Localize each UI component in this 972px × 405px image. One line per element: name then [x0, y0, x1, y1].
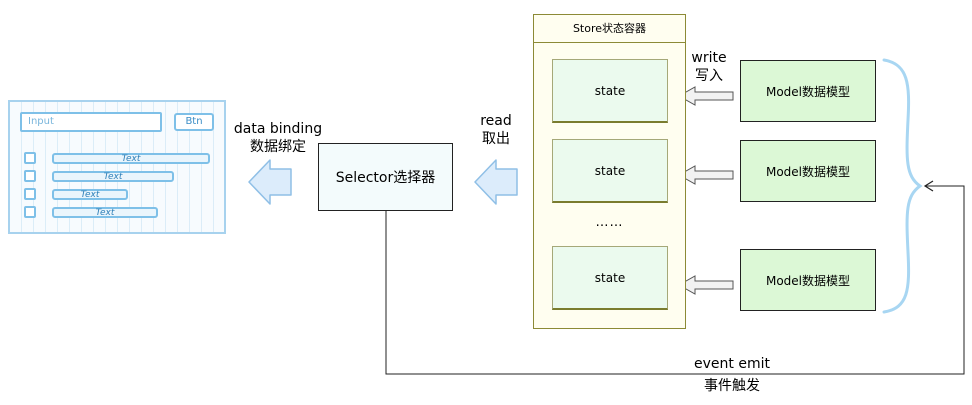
model-box: Model数据模型	[740, 60, 876, 122]
model-box: Model数据模型	[740, 249, 876, 311]
sketch-checkbox	[24, 206, 36, 218]
state-box: state	[552, 246, 668, 310]
model-label: Model数据模型	[765, 84, 851, 99]
write-label-en: write	[691, 50, 727, 66]
write-arrow-1	[677, 86, 734, 106]
data-binding-label-zh: 数据绑定	[250, 139, 306, 155]
state-label: state	[594, 163, 626, 178]
state-label: state	[594, 270, 626, 285]
store-container: Store状态容器 state state …… state	[533, 14, 686, 329]
selector-box: Selector选择器	[318, 143, 453, 211]
store-title: Store状态容器	[534, 15, 685, 43]
event-emit-label-zh-wrap: 事件触发	[672, 377, 792, 395]
sketch-text-row: Text	[52, 207, 158, 218]
selector-label: Selector选择器	[335, 170, 436, 186]
sketch-text-row: Text	[52, 171, 174, 182]
sketch-text-row: Text	[52, 189, 128, 200]
sketch-text-row: Text	[52, 153, 210, 164]
store-ellipsis: ……	[595, 215, 624, 230]
read-arrow	[474, 159, 518, 205]
sketch-button: Btn	[174, 113, 214, 131]
ui-sketch: Input Btn Text Text Text Text	[8, 100, 226, 234]
read-label-zh: 取出	[482, 131, 510, 147]
event-emit-label: event emit	[672, 355, 792, 373]
write-label: write 写入	[684, 49, 734, 85]
event-emit-line	[385, 185, 965, 375]
state-box: state	[552, 59, 668, 123]
data-binding-label-en: data binding	[233, 121, 323, 137]
sketch-checkbox	[24, 188, 36, 200]
state-label: state	[594, 83, 626, 98]
model-box: Model数据模型	[740, 140, 876, 202]
model-label: Model数据模型	[765, 164, 851, 179]
write-arrow-3	[677, 275, 734, 295]
read-label: read 取出	[468, 112, 524, 148]
event-emit-label-zh: 事件触发	[704, 378, 760, 394]
data-binding-label: data binding 数据绑定	[226, 120, 330, 156]
write-label-zh: 写入	[695, 68, 723, 84]
read-label-en: read	[480, 113, 512, 129]
sketch-input: Input	[20, 112, 162, 132]
write-arrow-2	[677, 165, 734, 185]
model-label: Model数据模型	[765, 273, 851, 288]
sketch-checkbox	[24, 170, 36, 182]
event-emit-arrowhead	[923, 180, 934, 192]
data-binding-arrow	[248, 159, 292, 205]
event-emit-label-en: event emit	[694, 356, 770, 372]
sketch-checkbox	[24, 152, 36, 164]
models-brace	[882, 58, 923, 314]
state-box: state	[552, 139, 668, 203]
